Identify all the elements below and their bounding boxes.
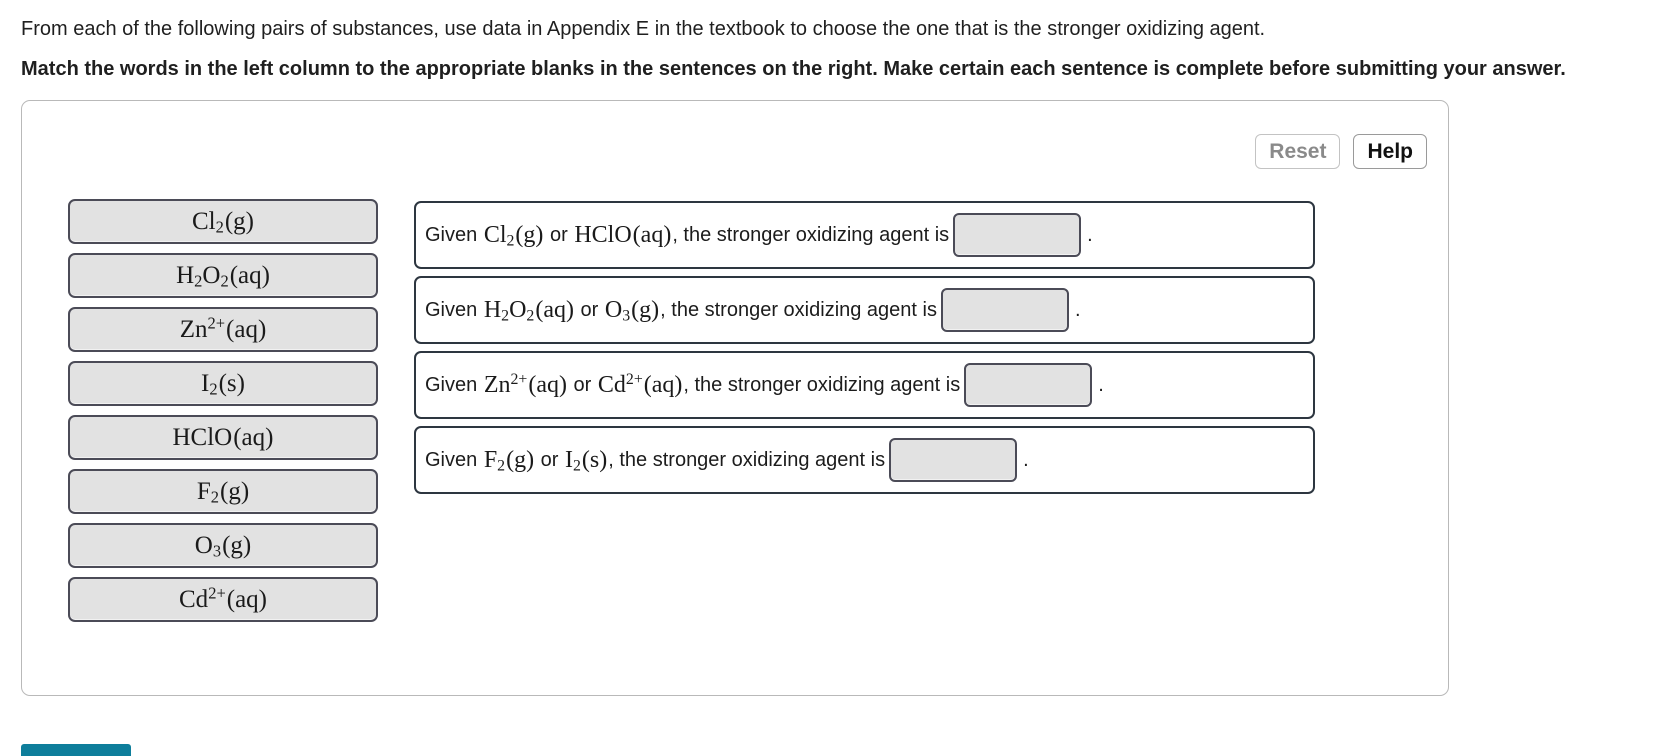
tile-label: O3(g) [194, 531, 252, 561]
sentence-text: Given F2(g) or I2(s), the stronger oxidi… [425, 438, 1029, 482]
sentence-text: Given Cl2(g) or HClO(aq), the stronger o… [425, 213, 1093, 257]
answer-blank[interactable] [940, 288, 1069, 332]
answer-blank[interactable] [953, 213, 1082, 257]
tile-label: Zn2+(aq) [179, 312, 267, 343]
tile-label: I2(s) [201, 369, 245, 399]
help-button[interactable]: Help [1353, 134, 1427, 169]
sentence-period: . [1074, 298, 1081, 321]
reset-button[interactable]: Reset [1255, 134, 1341, 169]
word-bank-tile[interactable]: H2O2(aq) [68, 253, 378, 298]
sentence-row: Given H2O2(aq) or O3(g), the stronger ox… [414, 276, 1315, 344]
sentence-text: Given H2O2(aq) or O3(g), the stronger ox… [425, 288, 1081, 332]
word-bank-tile[interactable]: Zn2+(aq) [68, 307, 378, 352]
question-prompt: From each of the following pairs of subs… [21, 18, 1266, 40]
sentence-formula-left: H2O2(aq) [483, 296, 574, 324]
tile-label: Cd2+(aq) [179, 582, 267, 613]
sentence-formula-right: Cd2+(aq) [597, 370, 683, 398]
sentence-lead: Given [425, 223, 478, 246]
word-bank-column: Cl2(g) H2O2(aq) Zn2+(aq) I2(s) [68, 199, 378, 631]
word-bank-tile[interactable]: Cl2(g) [68, 199, 378, 244]
sentence-lead: Given [425, 373, 478, 396]
word-bank-tile[interactable]: HClO(aq) [68, 415, 378, 460]
sentence-lead: Given [425, 448, 478, 471]
sentence-formula-left: F2(g) [483, 446, 535, 474]
sentence-formula-left: Cl2(g) [483, 221, 544, 249]
sentence-conjunction: or [540, 448, 559, 471]
sentence-row: Given F2(g) or I2(s), the stronger oxidi… [414, 426, 1315, 494]
matching-activity-card: Reset Help Cl2(g) H2O2(aq) Zn [21, 100, 1449, 696]
tile-label: F2(g) [196, 477, 250, 507]
sentence-row: Given Cl2(g) or HClO(aq), the stronger o… [414, 201, 1315, 269]
sentence-column: Given Cl2(g) or HClO(aq), the stronger o… [414, 201, 1315, 501]
answer-blank[interactable] [889, 438, 1018, 482]
sentence-row: Given Zn2+(aq) or Cd2+(aq), the stronger… [414, 351, 1315, 419]
sentence-tail: , the stronger oxidizing agent is [683, 373, 961, 396]
sentence-formula-right: O3(g) [604, 296, 660, 324]
sentence-conjunction: or [549, 223, 568, 246]
answer-blank[interactable] [964, 363, 1093, 407]
sentence-formula-left: Zn2+(aq) [483, 370, 567, 398]
sentence-period: . [1023, 448, 1029, 471]
sentence-conjunction: or [580, 298, 599, 321]
word-bank-tile[interactable]: Cd2+(aq) [68, 577, 378, 622]
sentence-period: . [1098, 373, 1104, 396]
sentence-formula-right: I2(s) [565, 446, 608, 474]
matching-work-area: Cl2(g) H2O2(aq) Zn2+(aq) I2(s) [22, 101, 1448, 695]
activity-toolbar: Reset Help [1255, 134, 1427, 169]
tile-label: Cl2(g) [191, 207, 255, 237]
sentence-text: Given Zn2+(aq) or Cd2+(aq), the stronger… [425, 363, 1104, 407]
sentence-conjunction: or [573, 373, 592, 396]
word-bank-tile[interactable]: O3(g) [68, 523, 378, 568]
word-bank-tile[interactable]: F2(g) [68, 469, 378, 514]
sentence-tail: , the stronger oxidizing agent is [608, 448, 886, 471]
tile-label: HClO(aq) [172, 423, 274, 451]
matching-instruction: Match the words in the left column to th… [21, 58, 1566, 80]
sentence-period: . [1087, 223, 1093, 246]
sentence-tail: , the stronger oxidizing agent is [672, 223, 950, 246]
submit-button[interactable] [21, 744, 131, 756]
sentence-formula-right: HClO(aq) [574, 221, 672, 248]
word-bank-tile[interactable]: I2(s) [68, 361, 378, 406]
tile-label: H2O2(aq) [176, 261, 270, 291]
sentence-tail: , the stronger oxidizing agent is [660, 298, 937, 321]
sentence-lead: Given [425, 298, 478, 321]
